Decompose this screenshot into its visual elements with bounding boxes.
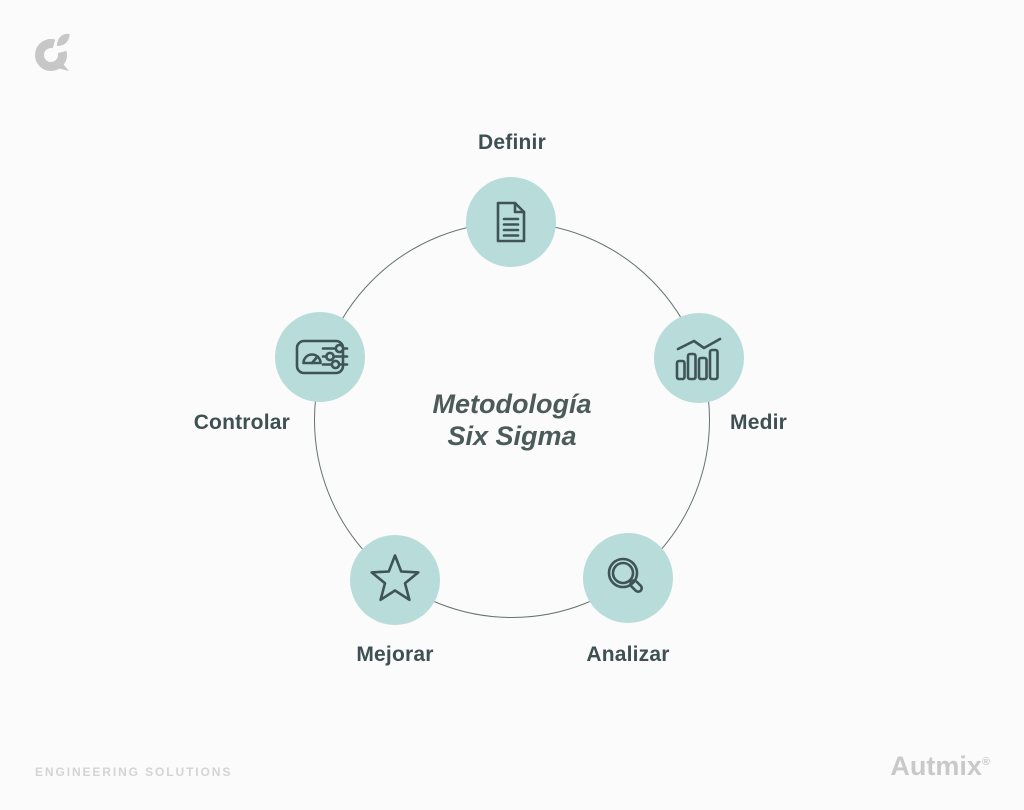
autmix-mark-icon: [35, 33, 70, 71]
star-icon: [370, 554, 420, 602]
node-mejorar: [350, 535, 440, 625]
gauge-sliders-icon: [295, 339, 349, 375]
magnifier-icon: [607, 557, 644, 594]
autmix-wordmark-text: Autmix: [890, 751, 982, 781]
autmix-wordmark: Autmix®: [890, 751, 990, 782]
node-label-medir: Medir: [730, 411, 788, 434]
diagram-title: Metodología Six Sigma: [362, 388, 662, 452]
node-definir: [466, 177, 556, 267]
node-analizar: [583, 533, 673, 623]
node-label-analizar: Analizar: [586, 643, 670, 666]
document-icon: [496, 201, 526, 243]
bar-chart-icon: [675, 337, 722, 381]
node-label-mejorar: Mejorar: [356, 643, 434, 666]
diagram-title-line1: Metodología: [432, 389, 592, 419]
node-label-definir: Definir: [478, 131, 546, 154]
node-medir: [654, 313, 744, 403]
registered-trademark-symbol: ®: [981, 756, 990, 768]
engineering-solutions-tagline: ENGINEERING SOLUTIONS: [35, 765, 233, 779]
diagram-title-line2: Six Sigma: [447, 421, 577, 451]
node-label-controlar: Controlar: [193, 411, 290, 434]
node-controlar: [275, 312, 365, 402]
